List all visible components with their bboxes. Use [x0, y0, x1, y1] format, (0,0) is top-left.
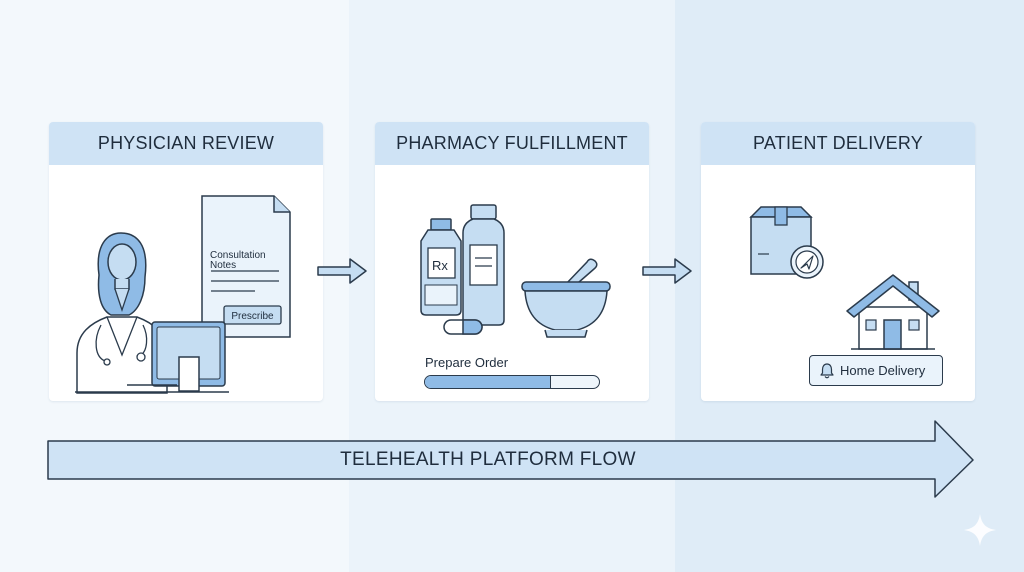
document-icon: [201, 195, 291, 338]
prescribe-button-label: Prescribe: [231, 311, 274, 322]
patient-delivery-card: PATIENT DELIVERY: [701, 122, 975, 401]
delivery-illustration: [749, 206, 940, 350]
prepare-order-progress: [424, 375, 600, 389]
prepare-order-label: Prepare Order: [425, 355, 509, 370]
arrow-right-icon: [317, 258, 367, 284]
physician-illustration: Consultation Notes Prescribe: [75, 195, 291, 394]
pharmacy-fulfillment-card: PHARMACY FULFILLMENT Rx: [375, 122, 649, 401]
mortar-pestle-icon: [521, 258, 611, 338]
bell-icon: [814, 362, 840, 379]
arrow-right-icon: [642, 258, 692, 284]
document-title-line1: Consultation: [210, 250, 266, 261]
house-icon: [846, 274, 940, 350]
home-delivery-badge: Home Delivery: [809, 355, 943, 386]
medicine-bottle-icon: [462, 204, 505, 326]
physician-review-title: PHYSICIAN REVIEW: [49, 122, 323, 165]
monitor-icon: [127, 321, 226, 392]
pharmacy-illustration: Rx: [420, 204, 611, 338]
capsule-icon: [443, 319, 483, 335]
home-delivery-label: Home Delivery: [840, 363, 926, 378]
patient-delivery-title: PATIENT DELIVERY: [701, 122, 975, 165]
rx-label: Rx: [432, 258, 448, 273]
pharmacy-fulfillment-title: PHARMACY FULFILLMENT: [375, 122, 649, 165]
navigation-icon: [790, 245, 824, 279]
document-title-line2: Notes: [210, 260, 236, 271]
sparkle-icon: [964, 514, 996, 546]
progress-fill: [425, 376, 552, 388]
prescribe-button[interactable]: Prescribe: [223, 305, 282, 325]
flow-label: TELEHEALTH PLATFORM FLOW: [340, 449, 636, 470]
doctor-icon: [76, 232, 168, 394]
physician-review-card: PHYSICIAN REVIEW Consultation Notes Pres…: [49, 122, 323, 401]
pill-bottle-icon: [420, 218, 462, 316]
package-icon: [749, 206, 813, 275]
